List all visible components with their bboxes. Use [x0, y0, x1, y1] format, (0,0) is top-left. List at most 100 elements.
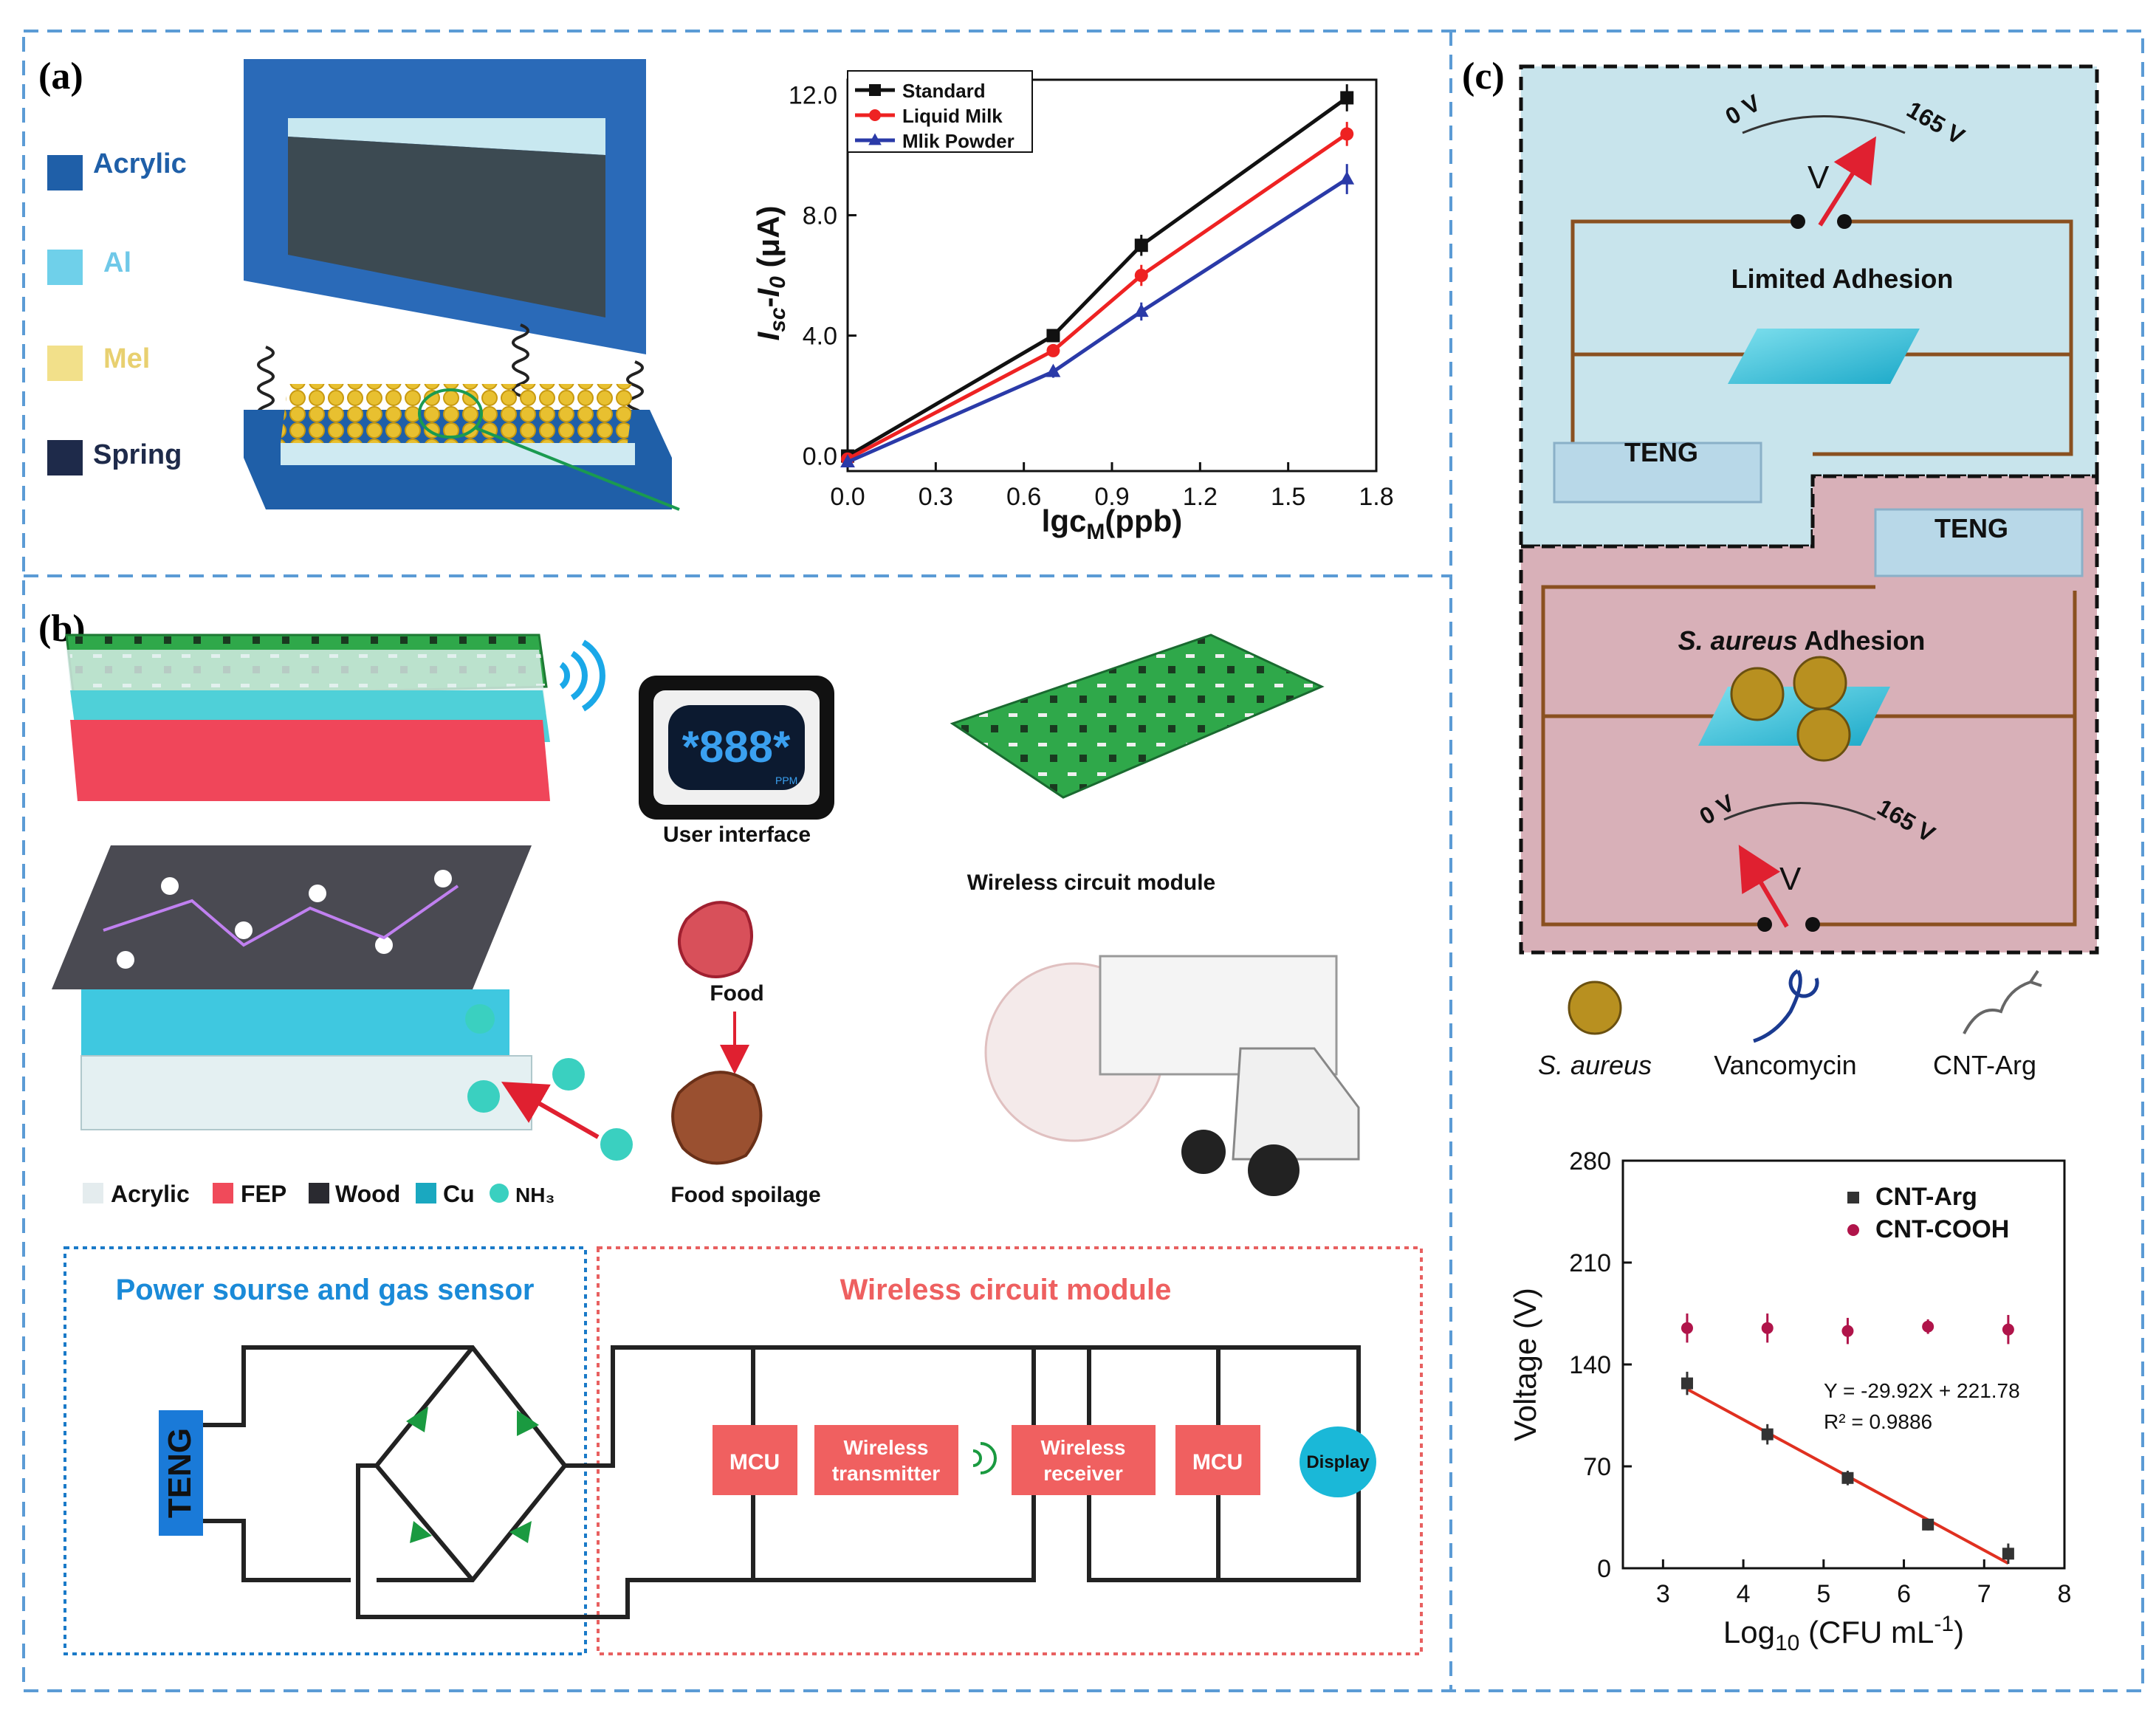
circuit-schematic: Power sourse and gas sensor Wireless cir… — [63, 1246, 1423, 1655]
vancomycin-legend-label: Vancomycin — [1714, 1050, 1856, 1080]
chart-c-xlabel: Log10 (CFU mL-1) — [1723, 1612, 1964, 1655]
receiver-label-1: Wireless — [1041, 1436, 1126, 1459]
limited-adhesion-label: Limited Adhesion — [1731, 264, 1954, 294]
display-lcd — [668, 705, 805, 790]
mel-cube-icon — [47, 346, 83, 381]
mcu-block-label: MCU — [729, 1450, 780, 1474]
legend-spring-label: Spring — [93, 439, 182, 470]
nh3-molecule — [465, 1004, 495, 1034]
mel-dot-layer — [281, 384, 635, 443]
x-tick-label: 0.0 — [830, 483, 865, 511]
terminal-dot — [1757, 917, 1772, 932]
data-point — [840, 453, 855, 467]
food-spoilage-label: Food spoilage — [670, 1183, 820, 1207]
data-point — [1761, 1322, 1774, 1334]
diode-icon — [509, 1521, 532, 1543]
data-point — [1841, 1325, 1854, 1337]
truck-wheel — [1181, 1130, 1226, 1174]
legend-label: Standard — [902, 80, 986, 102]
data-point — [1133, 303, 1149, 317]
cnt-arg-icon — [1963, 969, 2042, 1034]
pore — [434, 870, 452, 887]
truck-cab — [1232, 1047, 1360, 1161]
bacterium-icon — [1793, 656, 1847, 710]
wireless-module-title: Wireless circuit module — [840, 1274, 1172, 1306]
pore — [161, 877, 179, 895]
food-illustration: Food Food spoilage — [670, 901, 821, 1207]
cu-bottom-layer — [81, 989, 509, 1056]
wireless-module-label: Wireless circuit module — [967, 871, 1216, 895]
mcu-block — [713, 1425, 797, 1495]
lid-al-layer — [288, 118, 605, 155]
legend-wood: Wood — [309, 1181, 400, 1207]
teng-block — [159, 1410, 203, 1536]
terminal-dot — [1805, 917, 1820, 932]
data-point — [1340, 91, 1354, 105]
teng-block-bottom — [1874, 508, 2084, 577]
wire — [1570, 219, 1798, 443]
wireless-board-illustration: Wireless circuit module — [950, 633, 1325, 895]
display-node-label: Display — [1306, 1452, 1370, 1472]
sensor-stack-illustration — [52, 633, 633, 1161]
saureus-adhesion-label: S. aureus Adhesion — [1678, 625, 1926, 656]
legend-label: Mlik Powder — [902, 130, 1015, 152]
data-point — [1841, 1472, 1854, 1484]
chart-a-xlabel: lgcM(ppb) — [1042, 504, 1183, 544]
display-node — [1300, 1426, 1376, 1497]
cu-swatch — [416, 1183, 436, 1203]
teng-block-top — [1553, 442, 1762, 504]
panel-b: (b) — [38, 608, 1423, 1655]
bacteria-cluster — [1730, 656, 1851, 762]
panel-frames — [22, 30, 2144, 1692]
teng-block-label: TENG — [162, 1428, 198, 1518]
data-point — [1761, 1428, 1774, 1441]
legend-marker — [869, 84, 881, 96]
pore — [117, 951, 134, 969]
nh3-molecule — [600, 1128, 633, 1161]
wire — [1813, 219, 2073, 456]
user-interface-device: *888* PPM User interface — [639, 676, 834, 847]
chart-c-marks — [1680, 1314, 2014, 1565]
fep-swatch — [213, 1183, 233, 1203]
chart-a-marks — [840, 84, 1355, 467]
legend-marker — [869, 109, 881, 121]
legend-mel-label: Mel — [103, 343, 150, 374]
legend-acrylic: Acrylic — [47, 148, 187, 190]
legend-acrylic-b-label: Acrylic — [111, 1181, 190, 1207]
circuit-board — [950, 633, 1325, 799]
data-point — [1046, 363, 1061, 377]
meter-needle — [1738, 845, 1789, 928]
y-tick-label: 8.0 — [803, 202, 837, 230]
sensor-slab-bottom — [1698, 687, 1890, 746]
acrylic-cube-icon — [47, 155, 83, 190]
legend-label: CNT-COOH — [1875, 1215, 2009, 1243]
legend-cu-label: Cu — [443, 1181, 475, 1207]
x-tick-label: 5 — [1816, 1580, 1830, 1608]
panel-c-legend: S. aureus Vancomycin CNT-Arg — [1538, 969, 2042, 1080]
y-tick-label: 70 — [1583, 1453, 1611, 1481]
transmitter-label-2: transmitter — [832, 1462, 940, 1485]
y-tick-label: 140 — [1569, 1351, 1611, 1379]
al-cube-icon — [47, 250, 83, 285]
vancomycin-icon — [1753, 969, 1819, 1043]
panel-a-label: (a) — [38, 55, 83, 97]
teng-label-top: TENG — [1624, 437, 1698, 467]
y-tick-label: 280 — [1569, 1147, 1611, 1175]
x-tick-label: 4 — [1737, 1580, 1751, 1608]
spoiled-meat-icon — [671, 1071, 763, 1165]
power-source-title: Power sourse and gas sensor — [116, 1274, 535, 1306]
base-al-layer — [281, 443, 635, 465]
legend-wood-label: Wood — [335, 1181, 400, 1207]
saureus-legend-label: S. aureus — [1538, 1050, 1652, 1080]
gas-flow-arrow — [501, 1082, 600, 1139]
wireless-module-box — [597, 1246, 1423, 1655]
x-tick-label: 8 — [2058, 1580, 2072, 1608]
pore — [235, 921, 253, 939]
y-tick-label: 210 — [1569, 1249, 1611, 1277]
bacterium-icon — [1730, 667, 1785, 721]
meter-arc — [1723, 802, 1876, 821]
